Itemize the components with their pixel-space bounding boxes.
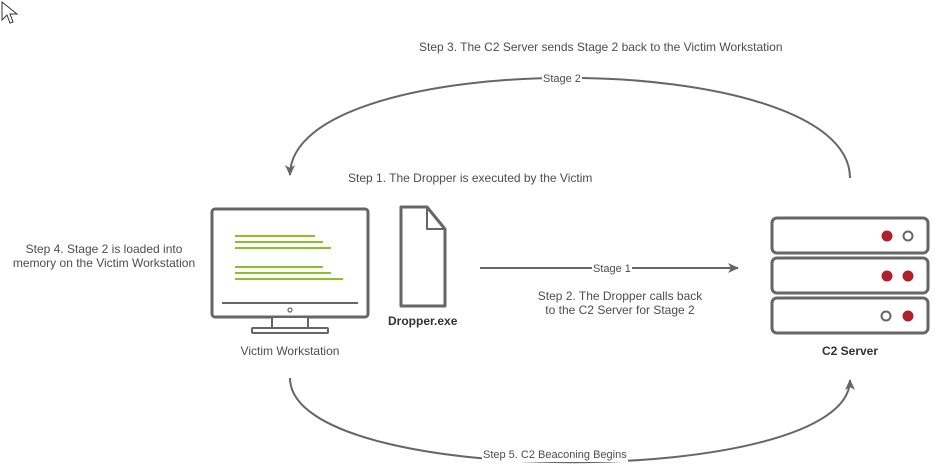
file-icon — [399, 205, 447, 308]
step5-label: Step 5. C2 Beaconing Begins — [482, 448, 628, 462]
server-icon — [770, 216, 930, 335]
stage2-link-label: Stage 2 — [542, 72, 582, 86]
dropper-label: Dropper.exe — [388, 314, 458, 328]
step1-label: Step 1. The Dropper is executed by the V… — [348, 171, 593, 185]
arrow-beaconing — [289, 377, 855, 464]
cursor-icon — [1, 0, 19, 24]
arrow-stage2 — [285, 76, 851, 179]
workstation-label: Victim Workstation — [240, 344, 340, 358]
monitor-icon — [210, 207, 370, 334]
stage1-link-label: Stage 1 — [592, 262, 632, 276]
code-lines — [235, 235, 343, 280]
server-label: C2 Server — [821, 344, 879, 358]
step4-label: Step 4. Stage 2 is loaded into memory on… — [12, 242, 196, 270]
step3-label: Step 3. The C2 Server sends Stage 2 back… — [419, 40, 783, 54]
step2-label: Step 2. The Dropper calls back to the C2… — [537, 289, 703, 317]
